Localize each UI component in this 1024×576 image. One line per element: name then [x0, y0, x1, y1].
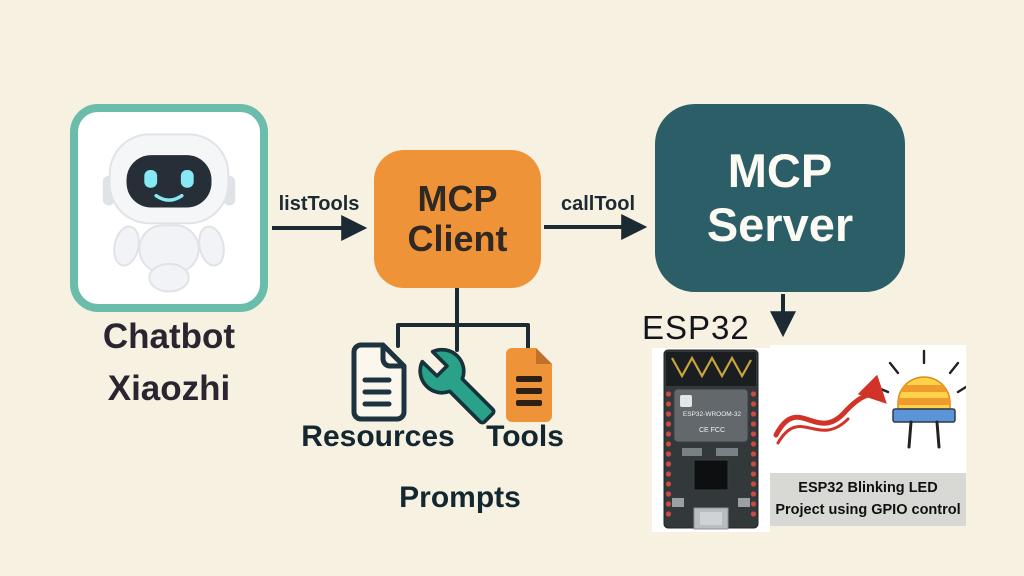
- chatbot-name-line1: Chatbot: [102, 317, 236, 356]
- esp32-board-image: ESP32-WROOM-32 CE FCC: [652, 348, 770, 532]
- calltool-label: callTool: [560, 193, 636, 215]
- capability-tree-connector: [396, 286, 530, 352]
- esp32-pins: [665, 391, 757, 517]
- signal-arrow: [773, 374, 887, 438]
- resources-label: Resources: [301, 420, 455, 453]
- esp32-label: ESP32: [642, 309, 750, 346]
- tools-label: Tools: [486, 420, 564, 453]
- chatbot-avatar-box: [70, 104, 268, 312]
- blinking-led-illustration: [773, 349, 966, 449]
- tools-wrench-icon: [418, 347, 496, 425]
- chatbot-name-line2: Xiaozhi: [107, 369, 231, 408]
- resources-document-icon: [351, 342, 407, 422]
- caption-line2: Project using GPIO control: [775, 501, 961, 518]
- mcp-client-line1: MCP: [417, 177, 498, 219]
- mcp-server-line2: Server: [706, 198, 854, 251]
- listtools-label: listTools: [278, 193, 360, 215]
- mcp-server-line1: MCP: [727, 143, 833, 197]
- esp32-led-project-panel: ESP32 Blinking LED Project using GPIO co…: [770, 345, 966, 526]
- esp32-cert-marks: CE FCC: [699, 427, 725, 434]
- led-project-caption: ESP32 Blinking LED Project using GPIO co…: [770, 473, 966, 526]
- mcp-server-node: MCP Server: [655, 104, 905, 292]
- prompts-file-icon: [506, 348, 552, 422]
- caption-line1: ESP32 Blinking LED: [798, 480, 938, 497]
- led-base: [892, 408, 956, 423]
- led-dome-stripes: [898, 385, 950, 405]
- led-legs: [907, 420, 941, 449]
- mcp-client-node: MCP Client: [374, 150, 541, 288]
- prompts-label: Prompts: [399, 481, 521, 514]
- mcp-client-line2: Client: [407, 218, 508, 259]
- robot-icon: [102, 133, 236, 293]
- esp32-module-text: ESP32-WROOM-32: [683, 411, 742, 418]
- signal-arrow-secondary: [776, 417, 850, 445]
